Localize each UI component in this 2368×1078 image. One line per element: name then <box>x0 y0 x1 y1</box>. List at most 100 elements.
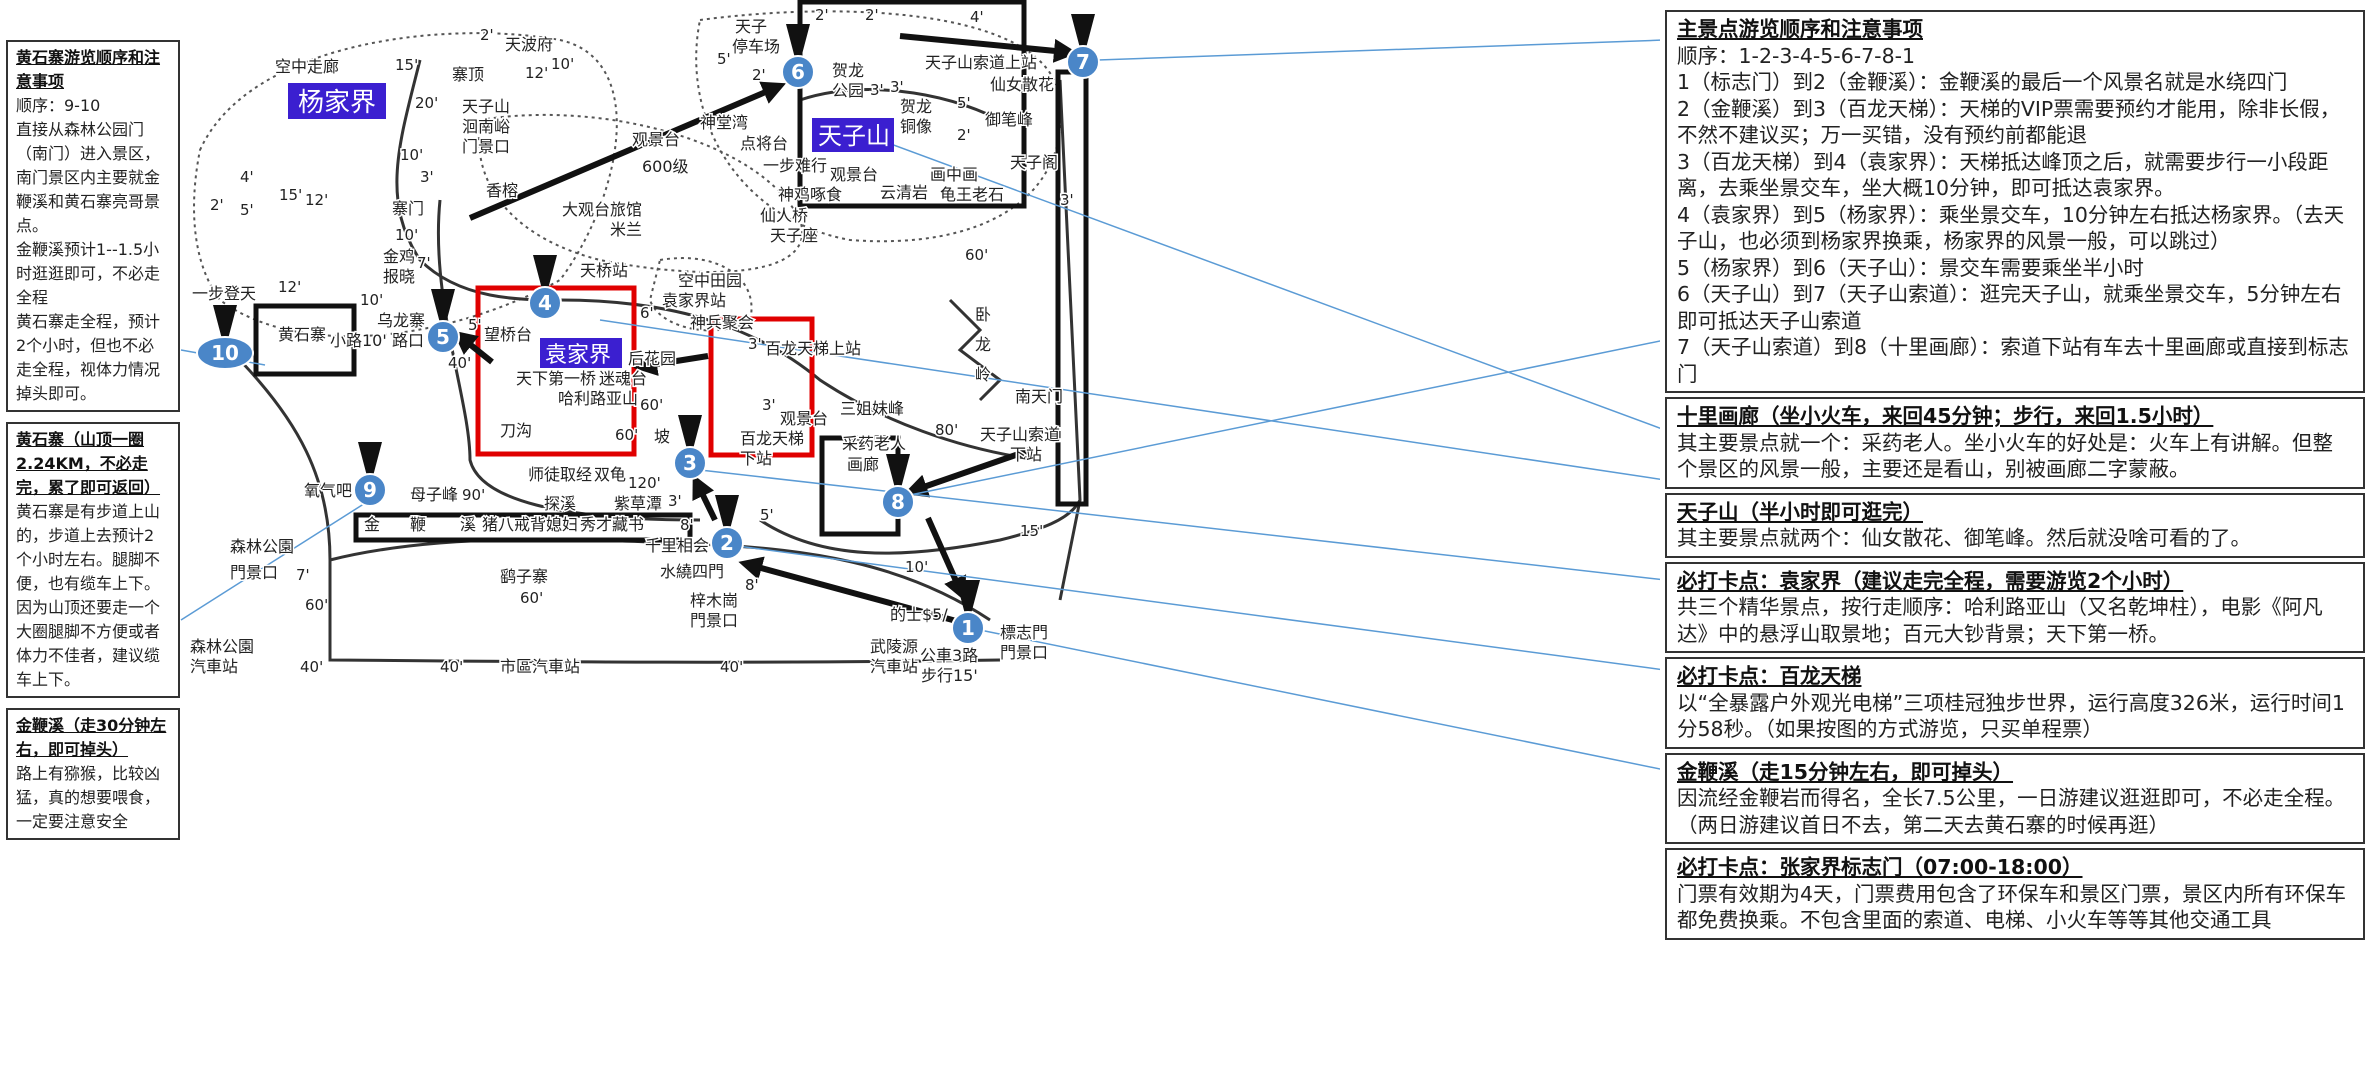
place-label: 探溪 <box>544 494 576 513</box>
route-marker-9[interactable]: 9 <box>353 442 387 507</box>
marker-number: 1 <box>961 616 975 640</box>
place-label: 市區汽車站 <box>500 657 580 676</box>
place-label: 天波府 <box>505 35 553 54</box>
box-title: 必打卡点：张家界标志门（07:00-18:00） <box>1677 855 2083 879</box>
place-label: 后花园 <box>628 349 676 368</box>
place-label: 一步难行 <box>763 156 827 175</box>
place-label: 小路10' <box>330 331 387 350</box>
place-label: 一步登天 <box>192 284 256 303</box>
box-title: 金鞭溪（走15分钟左右，即可掉头） <box>1677 759 2014 784</box>
time-label: 5' <box>760 506 774 524</box>
place-label: 仙人桥 <box>760 206 808 225</box>
pin-icon <box>1071 14 1095 52</box>
place-label: 香榕 <box>486 181 518 200</box>
time-label: 20' <box>415 94 438 112</box>
place-label: 汽車站 <box>190 657 238 676</box>
place-label: 天下第一桥 <box>516 369 596 388</box>
time-label: 3' <box>1060 191 1074 209</box>
route-marker-8[interactable]: 8 <box>881 454 915 519</box>
marker-number: 5 <box>436 325 450 349</box>
time-label: 40' <box>440 658 463 676</box>
place-label: 溪 <box>460 515 476 534</box>
box-line: 金鞭溪预计1--1.5小时逛逛即可，不必走全程 <box>16 240 161 307</box>
route-marker-1[interactable]: 1 <box>951 580 985 645</box>
place-label: 秀才藏书 <box>580 515 644 534</box>
place-label: 門景口 <box>230 563 278 582</box>
left-notes-column: 黄石寨游览顺序和注意事项 顺序：9-10 直接从森林公园门（南门）进入景区，南门… <box>6 40 180 840</box>
bailong-box-outline <box>708 316 815 458</box>
box-line: 7（天子山索道）到8（十里画廊）：索道下站有车去十里画廊或直接到标志门 <box>1677 335 2349 386</box>
place-label: 森林公園 <box>230 537 294 556</box>
place-label: 天子山索道 <box>980 425 1060 444</box>
time-label: 10' <box>905 558 928 576</box>
place-label: 武陵源 <box>870 637 918 656</box>
huangshizhai-box: 黄石寨（山顶一圈2.24KM，不必走完，累了即可返回） 黄石寨是有步道上山的，步… <box>6 422 180 698</box>
time-label: 7' <box>296 566 310 584</box>
route-marker-5[interactable]: 5 <box>426 289 460 354</box>
route-marker-2[interactable]: 2 <box>710 495 744 560</box>
time-label: 15' <box>279 186 302 204</box>
pin-icon <box>678 415 702 453</box>
place-label: 步行15' <box>921 666 978 685</box>
yuanjiajie-box: 必打卡点：袁家界（建议走完全程，需要游览2个小时） 共三个精华景点，按行走顺序：… <box>1665 561 2365 653</box>
route-marker-3[interactable]: 3 <box>673 415 707 480</box>
place-label: 师徒取经 <box>528 465 592 484</box>
pin-icon <box>715 495 739 533</box>
right-notes-column: 主景点游览顺序和注意事项 顺序：1-2-3-4-5-6-7-8-1 1（标志门）… <box>1665 10 2365 940</box>
marker-number: 7 <box>1076 50 1090 74</box>
time-label: 60' <box>615 426 638 444</box>
box-title: 主景点游览顺序和注意事项 <box>1677 17 1923 41</box>
route-marker-10[interactable]: 10 <box>196 305 254 370</box>
time-label: 3' <box>420 168 434 186</box>
shilihualang-box: 十里画廊（坐小火车，来回45分钟；步行，来回1.5小时） 其主要景点就一个：采药… <box>1665 397 2365 489</box>
box-title: 天子山（半小时即可逛完） <box>1677 499 1923 524</box>
huangshizhai-order-box: 黄石寨游览顺序和注意事项 顺序：9-10 直接从森林公园门（南门）进入景区，南门… <box>6 40 180 412</box>
place-label: 公車3路 <box>920 646 978 665</box>
box-line: 黄石寨走全程，预计2个小时，但也不必走全程，视体力情况掉头即可。 <box>16 312 161 403</box>
place-label: 天子山 <box>462 97 510 116</box>
place-label: 卧 <box>975 305 991 324</box>
place-label: 乌龙寨 <box>377 311 425 330</box>
yuanjiajie-title-bg <box>540 338 622 368</box>
place-label: 画中画 <box>930 165 978 184</box>
box-line: 2（金鞭溪）到3（百龙天梯）：天梯的VIP票需要预约才能用，除非长假，不然不建议… <box>1677 96 2341 148</box>
place-label: 汽車站 <box>870 657 918 676</box>
place-label: 神兵聚会 <box>690 313 754 332</box>
route-marker-4[interactable]: 4 <box>528 255 562 320</box>
box-line: 因为山顶还要走一个大圈腿脚不方便或者体力不佳者，建议缆车上下。 <box>16 598 161 689</box>
box-line: 3（百龙天梯）到4（袁家界）：天梯抵达峰顶之后，就需要步行一小段距离，去乘坐景交… <box>1677 149 2329 201</box>
place-label: 神鸡啄食 <box>778 185 842 204</box>
time-label: 40' <box>720 658 743 676</box>
box-title: 十里画廊（坐小火车，来回45分钟；步行，来回1.5小时） <box>1677 404 2214 428</box>
place-label: 標志門 <box>1000 623 1048 642</box>
place-label: 天子 <box>735 17 767 36</box>
jinbianxi-left-box: 金鞭溪（走30分钟左右，即可掉头） 路上有猕猴，比较凶猛，真的想要喂食，一定要注… <box>6 708 180 840</box>
route-arrows <box>452 33 1078 625</box>
place-label: 点将台 <box>740 134 788 153</box>
time-label: 10' <box>551 55 574 73</box>
box-title: 必打卡点：百龙天梯 <box>1677 664 1862 688</box>
time-label: 3' <box>762 396 776 414</box>
route-marker-6[interactable]: 6 <box>781 24 815 89</box>
place-label: 岭 <box>975 365 991 384</box>
route-marker-7[interactable]: 7 <box>1066 14 1100 79</box>
place-label: 黄石寨 <box>278 325 326 344</box>
time-label: 3' <box>748 335 762 353</box>
yuanjiajie-title: 袁家界 <box>545 343 611 368</box>
time-label: 6' <box>640 304 654 322</box>
time-label: 10' <box>395 226 418 244</box>
box-line: 1（标志门）到2（金鞭溪）：金鞭溪的最后一个风景名就是水绕四门 <box>1677 70 2288 94</box>
jinbianxi-right-box: 金鞭溪（走15分钟左右，即可掉头） 因流经金鞭岩而得名，全长7.5公里，一日游建… <box>1665 752 2365 844</box>
route-arrow-4-5 <box>452 330 494 365</box>
route-arrow-1-2 <box>738 556 961 625</box>
marker-number: 6 <box>791 60 805 84</box>
pin-icon <box>431 289 455 327</box>
place-label: 哈利路亚山 <box>558 389 638 408</box>
time-label: 4' <box>240 168 254 186</box>
box-line: 顺序：1-2-3-4-5-6-7-8-1 <box>1677 43 1916 68</box>
time-label: 2' <box>815 6 829 24</box>
place-label: 米兰 <box>610 220 642 239</box>
box-line: 路上有猕猴，比较凶猛，真的想要喂食，一定要注意安全 <box>16 764 161 831</box>
place-label: 天子座 <box>770 226 818 245</box>
